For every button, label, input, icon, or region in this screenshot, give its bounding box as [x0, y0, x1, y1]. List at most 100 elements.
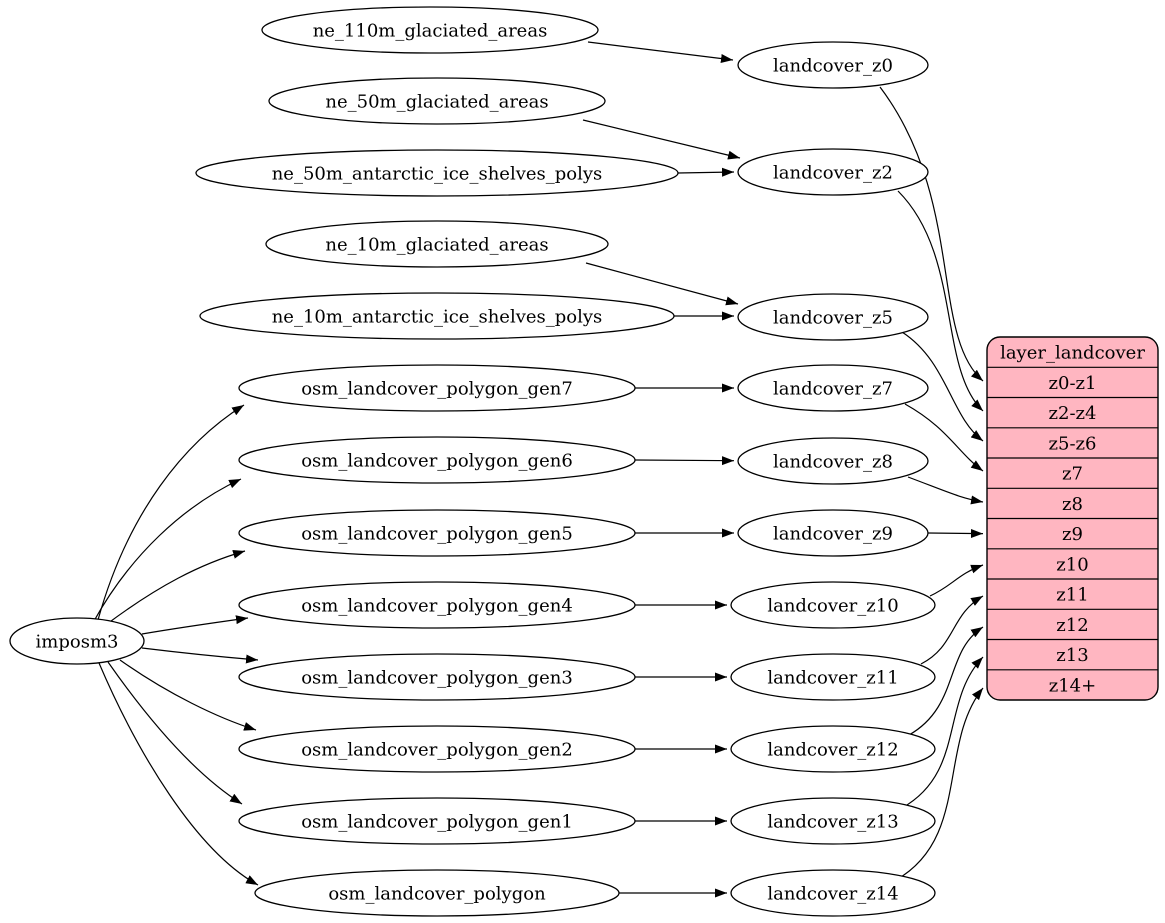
node-osm-landcover-polygon-gen5: osm_landcover_polygon_gen5 — [238, 509, 636, 557]
node-osm-landcover-polygon-gen6-label: osm_landcover_polygon_gen6 — [301, 451, 573, 472]
node-landcover-z2-label: landcover_z2 — [773, 163, 893, 184]
table-row-z2-z4: z2-z4 — [1049, 403, 1097, 424]
edge-gen6-z8 — [634, 456, 735, 466]
node-ne-50m-antarctic-ice-shelves-polys: ne_50m_antarctic_ice_shelves_polys — [195, 149, 679, 197]
node-landcover-z7-label: landcover_z7 — [773, 379, 893, 400]
node-landcover-z14: landcover_z14 — [730, 869, 936, 917]
node-landcover-z0-shape — [737, 41, 929, 89]
node-ne-50m-antarctic-ice-shelves-polys-label: ne_50m_antarctic_ice_shelves_polys — [272, 164, 603, 185]
node-imposm3-label: imposm3 — [36, 632, 119, 653]
node-landcover-z10-shape — [730, 581, 936, 629]
table-row-z8: z8 — [1062, 494, 1083, 515]
edge-ne50m-glaciated-z2 — [582, 119, 741, 160]
node-landcover-z0-label: landcover_z0 — [773, 56, 893, 77]
node-landcover-z5-shape — [737, 293, 929, 341]
node-ne-110m-glaciated-areas-label: ne_110m_glaciated_areas — [313, 21, 548, 42]
node-landcover-z5-label: landcover_z5 — [773, 308, 893, 329]
node-osm-landcover-polygon-gen3-shape — [238, 653, 636, 701]
edge-ne110m-z0 — [587, 41, 734, 63]
edge-z12-row — [908, 626, 984, 736]
node-osm-landcover-polygon-gen3-label: osm_landcover_polygon_gen3 — [301, 668, 573, 689]
table-row-z9: z9 — [1062, 524, 1083, 545]
node-landcover-z2: landcover_z2 — [737, 148, 929, 196]
node-osm-landcover-polygon-gen7: osm_landcover_polygon_gen7 — [238, 364, 636, 412]
node-landcover-z10: landcover_z10 — [730, 581, 936, 629]
edge-group — [93, 41, 984, 898]
edge-z11-row — [920, 595, 984, 665]
table-row-z12: z12 — [1056, 615, 1088, 636]
node-landcover-z7-shape — [737, 364, 929, 412]
node-ne-10m-antarctic-ice-shelves-polys-shape — [199, 292, 675, 340]
node-landcover-z13: landcover_z13 — [730, 797, 936, 845]
table-row-z11: z11 — [1056, 585, 1088, 606]
node-ne-10m-antarctic-ice-shelves-polys: ne_10m_antarctic_ice_shelves_polys — [199, 292, 675, 340]
node-osm-landcover-polygon-gen7-label: osm_landcover_polygon_gen7 — [301, 379, 573, 400]
node-ne-10m-glaciated-areas-shape — [265, 220, 609, 268]
node-landcover-z10-label: landcover_z10 — [767, 596, 898, 617]
node-landcover-z0: landcover_z0 — [737, 41, 929, 89]
edge-imposm3-gen5 — [106, 550, 246, 625]
node-osm-landcover-polygon-gen2-label: osm_landcover_polygon_gen2 — [301, 740, 573, 761]
node-ne-50m-glaciated-areas-shape — [268, 77, 606, 125]
node-landcover-z9-shape — [737, 509, 929, 557]
node-landcover-z13-shape — [730, 797, 936, 845]
node-ne-50m-antarctic-ice-shelves-polys-shape — [195, 149, 679, 197]
node-landcover-z11-label: landcover_z11 — [767, 668, 898, 689]
node-osm-landcover-polygon-gen5-label: osm_landcover_polygon_gen5 — [301, 524, 573, 545]
table-row-z5-z6: z5-z6 — [1049, 433, 1097, 454]
edge-z5-row — [901, 331, 984, 442]
edge-z7-row — [904, 403, 984, 472]
node-landcover-z5: landcover_z5 — [737, 293, 929, 341]
node-imposm3: imposm3 — [9, 617, 145, 665]
node-ne-110m-glaciated-areas: ne_110m_glaciated_areas — [261, 6, 599, 54]
edge-z8-row — [907, 476, 984, 505]
node-landcover-z8-shape — [737, 437, 929, 485]
table-row-separators — [987, 366, 1158, 671]
table-title: layer_landcover — [1000, 343, 1145, 364]
edge-imposm3-gen4 — [141, 615, 249, 635]
node-landcover-z14-shape — [730, 869, 936, 917]
node-osm-landcover-polygon-label: osm_landcover_polygon — [328, 884, 546, 905]
node-ne-10m-glaciated-areas: ne_10m_glaciated_areas — [265, 220, 609, 268]
node-landcover-z12-label: landcover_z12 — [767, 740, 898, 761]
edge-imposm3-gen2 — [119, 659, 257, 731]
node-osm-landcover-polygon-gen4-label: osm_landcover_polygon_gen4 — [301, 596, 573, 617]
node-osm-landcover-polygon-gen1-shape — [238, 797, 636, 845]
edge-z14-row — [895, 687, 984, 881]
node-ne-10m-antarctic-ice-shelves-polys-label: ne_10m_antarctic_ice_shelves_polys — [272, 307, 603, 328]
table-row-z14plus: z14+ — [1049, 675, 1096, 696]
node-osm-landcover-polygon-gen2: osm_landcover_polygon_gen2 — [238, 725, 636, 773]
node-landcover-z12: landcover_z12 — [730, 725, 936, 773]
node-landcover-z9-label: landcover_z9 — [773, 524, 893, 545]
node-landcover-z9: landcover_z9 — [737, 509, 929, 557]
edge-z10-row — [929, 564, 984, 597]
node-ne-10m-glaciated-areas-label: ne_10m_glaciated_areas — [325, 235, 548, 256]
edge-imposm3-gen3 — [141, 647, 259, 664]
node-osm-landcover-polygon-gen6: osm_landcover_polygon_gen6 — [238, 436, 636, 484]
node-osm-landcover-polygon-gen1-label: osm_landcover_polygon_gen1 — [301, 812, 573, 833]
table-row-z7: z7 — [1062, 464, 1083, 485]
node-landcover-z2-shape — [737, 148, 929, 196]
edge-imposm3-polygon — [98, 662, 259, 886]
edge-z2-row — [897, 190, 984, 412]
node-osm-landcover-polygon-gen6-shape — [238, 436, 636, 484]
node-osm-landcover-polygon-gen4-shape — [238, 581, 636, 629]
edge-imposm3-gen1 — [107, 661, 243, 805]
node-landcover-z12-shape — [730, 725, 936, 773]
edge-imposm3-gen7 — [97, 404, 245, 621]
node-ne-110m-glaciated-areas-shape — [261, 6, 599, 54]
table-row-z0-z1: z0-z1 — [1049, 373, 1097, 394]
node-imposm3-shape — [9, 617, 145, 665]
node-osm-landcover-polygon-gen3: osm_landcover_polygon_gen3 — [238, 653, 636, 701]
node-osm-landcover-polygon-gen5-shape — [238, 509, 636, 557]
node-ne-50m-glaciated-areas-label: ne_50m_glaciated_areas — [325, 92, 548, 113]
edge-z13-row — [901, 656, 984, 809]
table-row-z10: z10 — [1056, 554, 1088, 575]
edge-z0-row — [879, 86, 984, 382]
table-layer-landcover: layer_landcover z0-z1 z2-z4 z5-z6 z7 z8 … — [986, 336, 1159, 701]
node-osm-landcover-polygon-gen4: osm_landcover_polygon_gen4 — [238, 581, 636, 629]
node-ne-50m-glaciated-areas: ne_50m_glaciated_areas — [268, 77, 606, 125]
edge-ne50m-antarctic-z2 — [677, 167, 735, 177]
